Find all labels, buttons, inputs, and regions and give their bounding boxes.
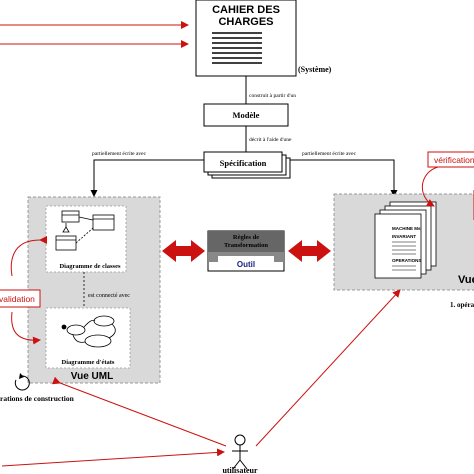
classes-caption: Diagramme de classes (59, 263, 120, 270)
specification-label: Spécification (220, 158, 267, 168)
vue-uml-panel: Diagramme de classes est connecté avec D… (27, 196, 161, 384)
systeme-label: (Système) (298, 65, 332, 74)
outil-label: Outil (237, 260, 255, 269)
rotate-icon (14, 373, 30, 391)
validation-loop-top (10, 235, 48, 277)
user-connectors (1, 289, 401, 467)
regles-line1: Règles de (233, 234, 259, 241)
spec-branch-connectors (90, 159, 398, 197)
cahier-des-charges-node: CAHIER DES CHARGES (Système) (195, 0, 332, 77)
doc-line-invariant: INVARIANT (392, 234, 416, 239)
user-label: utilisateur (222, 466, 258, 474)
vue-b-title: Vue (458, 274, 474, 286)
vue-b-panel: MACHINE Ms INVARIANT OPERATIONS Vue (333, 193, 474, 291)
regles-transformation-node: Règles de Transformation Outil (207, 230, 285, 272)
validation-label: validation (0, 294, 35, 304)
red-input-arrows (0, 21, 189, 48)
etats-caption: Diagramme d'états (62, 359, 115, 366)
doc-line-machine: MACHINE Ms (392, 226, 421, 231)
verification-label: vérification (434, 155, 474, 165)
modele-node: Modèle (203, 103, 289, 127)
partiel-left-label: partiellement écrite avec (92, 151, 147, 157)
validation-loop-bottom (11, 311, 41, 345)
doc-text-lines-icon-2 (392, 265, 416, 271)
operations-construction-label: rations de construction (0, 394, 75, 403)
double-arrow-right (288, 240, 331, 262)
state-diagram-box: Diagramme d'états (45, 307, 131, 369)
doc-text-lines-icon (392, 241, 416, 255)
state-diagram-icon (61, 315, 116, 348)
verification-loop-arrow (422, 166, 439, 207)
double-arrow-left (162, 240, 205, 262)
cahier-text-lines-icon (212, 32, 262, 64)
connecte-label: est connecté avec (88, 293, 130, 299)
cahier-title-line2: CHARGES (218, 16, 273, 28)
vue-uml-title: Vue UML (71, 371, 113, 382)
b-document-stack (374, 201, 437, 279)
class-diagram-icon (55, 210, 115, 251)
decrit-label: décrit à l'aide d'une (249, 137, 292, 143)
regles-line2: Transformation (224, 242, 268, 249)
operations-right-label: 1. opéra (450, 301, 474, 309)
validation-group: validation (0, 235, 48, 345)
class-diagram-box: Diagramme de classes (45, 205, 127, 273)
cahier-title-line1: CAHIER DES (212, 4, 280, 16)
partiel-right-label: partiellement écrite avec (302, 151, 357, 157)
doc-line-operations: OPERATIONS (392, 258, 421, 263)
construit-label: construit à partir d'un (249, 93, 296, 99)
specification-node: Spécification (203, 151, 291, 179)
modele-label: Modèle (233, 110, 260, 120)
verification-group: vérification (422, 151, 474, 220)
user-actor-icon (232, 434, 248, 470)
